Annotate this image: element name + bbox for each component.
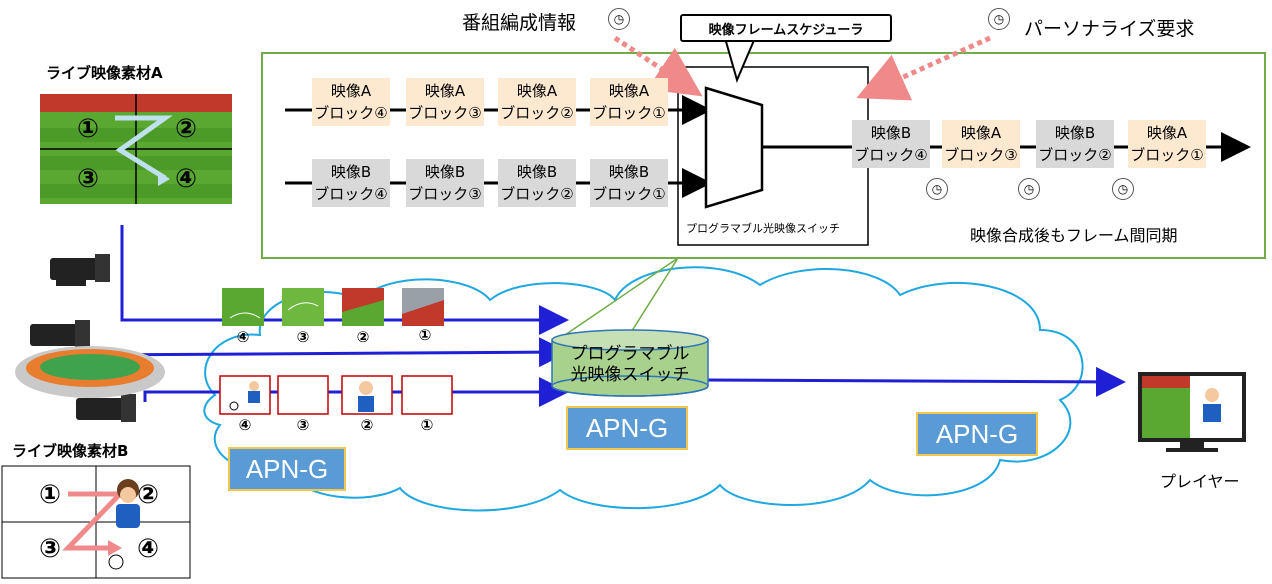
clock-icon: ◷ bbox=[988, 8, 1010, 30]
frame-thumb-a2 bbox=[342, 288, 384, 326]
clock-icon: ◷ bbox=[926, 178, 948, 200]
block-line2: ブロック③ bbox=[944, 146, 1018, 164]
input-b-grid bbox=[1, 465, 191, 579]
block-line2: ブロック④ bbox=[314, 185, 388, 203]
block-line1: 映像A bbox=[424, 82, 466, 100]
stream-a-block: 映像A ブロック③ bbox=[406, 78, 484, 126]
clock-icon: ◷ bbox=[1112, 178, 1134, 200]
input-b-title: ライブ映像素材B bbox=[12, 442, 129, 460]
output-block: 映像A ブロック③ bbox=[942, 120, 1020, 168]
camera-icon bbox=[76, 394, 136, 422]
switch-small-label: プログラマブル光映像スイッチ bbox=[686, 222, 840, 235]
node-label-line1: プログラマブル bbox=[570, 344, 690, 364]
player-monitor-icon bbox=[1138, 372, 1246, 452]
frame-num: ② bbox=[360, 416, 374, 434]
frame-thumb-b3 bbox=[277, 375, 329, 415]
frame-num: ② bbox=[356, 328, 370, 346]
clock-icon: ◷ bbox=[608, 8, 630, 30]
output-line bbox=[704, 366, 1126, 397]
node-label-line2: 光映像スイッチ bbox=[570, 365, 690, 385]
feed-stadium-line bbox=[89, 337, 569, 368]
sync-label: 映像合成後もフレーム間同期 bbox=[970, 226, 1178, 245]
stream-b-block: 映像B ブロック① bbox=[590, 159, 668, 207]
program-info-label: 番組編成情報 bbox=[462, 12, 577, 34]
stream-a-block: 映像A ブロック④ bbox=[312, 78, 390, 126]
frame-thumb-b4 bbox=[219, 375, 271, 415]
quad-b-3: ③ bbox=[38, 534, 61, 564]
input-a-title: ライブ映像素材A bbox=[46, 64, 163, 82]
switch-node bbox=[551, 329, 709, 397]
quad-b-2: ② bbox=[136, 480, 159, 510]
quad-b-1: ① bbox=[38, 480, 61, 510]
switch-node-label: プログラマブル 光映像スイッチ bbox=[552, 344, 708, 386]
block-line1: 映像A bbox=[608, 82, 650, 100]
stadium-icon bbox=[15, 346, 165, 398]
block-line1: 映像B bbox=[608, 163, 650, 181]
input-a-image bbox=[40, 94, 232, 204]
stream-b-block: 映像B ブロック④ bbox=[312, 159, 390, 207]
frame-num: ③ bbox=[296, 416, 310, 434]
scheduler-label: 映像フレームスケジューラ bbox=[708, 22, 864, 38]
block-line2: ブロック③ bbox=[408, 104, 482, 122]
player-label: プレイヤー bbox=[1160, 472, 1240, 491]
clock-icon: ◷ bbox=[1018, 178, 1040, 200]
block-line1: 映像B bbox=[1054, 124, 1096, 142]
apn-g-center: APN-G bbox=[566, 406, 688, 450]
camera-icon bbox=[30, 320, 90, 348]
quad-a-2: ② bbox=[174, 114, 197, 144]
frame-num: ③ bbox=[296, 328, 310, 346]
switch-symbol bbox=[704, 86, 764, 209]
apn-g-left: APN-G bbox=[228, 447, 346, 491]
block-line2: ブロック② bbox=[1038, 146, 1112, 164]
block-line2: ブロック② bbox=[500, 104, 574, 122]
scheduler-callout: 映像フレームスケジューラ bbox=[680, 14, 892, 42]
quad-a-1: ① bbox=[76, 114, 99, 144]
block-line1: 映像B bbox=[516, 163, 558, 181]
apn-g-right: APN-G bbox=[916, 412, 1038, 456]
block-line2: ブロック① bbox=[1130, 146, 1204, 164]
frame-thumb-b1 bbox=[401, 375, 453, 415]
block-line1: 映像A bbox=[1146, 124, 1188, 142]
block-line1: 映像B bbox=[424, 163, 466, 181]
frame-thumb-a1 bbox=[402, 288, 444, 326]
output-block: 映像B ブロック② bbox=[1036, 120, 1114, 168]
output-block: 映像A ブロック① bbox=[1128, 120, 1206, 168]
frame-num: ① bbox=[420, 416, 434, 434]
stream-a-block: 映像A ブロック① bbox=[590, 78, 668, 126]
output-block: 映像B ブロック④ bbox=[852, 120, 930, 168]
block-line2: ブロック① bbox=[592, 104, 666, 122]
stream-b-block: 映像B ブロック② bbox=[498, 159, 576, 207]
block-line2: ブロック① bbox=[592, 185, 666, 203]
block-line1: 映像A bbox=[516, 82, 558, 100]
frame-num: ④ bbox=[236, 328, 250, 346]
block-line1: 映像A bbox=[960, 124, 1002, 142]
stream-b-block: 映像B ブロック③ bbox=[406, 159, 484, 207]
quad-b-4: ④ bbox=[136, 534, 159, 564]
block-line1: 映像B bbox=[870, 124, 912, 142]
frame-thumb-a3 bbox=[282, 288, 324, 326]
quad-a-3: ③ bbox=[76, 164, 99, 194]
frame-num: ① bbox=[418, 326, 432, 344]
frame-num: ④ bbox=[238, 416, 252, 434]
frame-thumb-a4 bbox=[222, 288, 264, 326]
block-line1: 映像A bbox=[330, 82, 372, 100]
stream-a-block: 映像A ブロック② bbox=[498, 78, 576, 126]
block-line2: ブロック④ bbox=[314, 104, 388, 122]
block-line2: ブロック④ bbox=[854, 146, 928, 164]
block-line2: ブロック③ bbox=[408, 185, 482, 203]
block-line1: 映像B bbox=[330, 163, 372, 181]
block-line2: ブロック② bbox=[500, 185, 574, 203]
camera-icon bbox=[50, 254, 110, 286]
personalize-label: パーソナライズ要求 bbox=[1024, 18, 1195, 40]
quad-a-4: ④ bbox=[174, 164, 197, 194]
frame-thumb-b2 bbox=[341, 375, 393, 415]
